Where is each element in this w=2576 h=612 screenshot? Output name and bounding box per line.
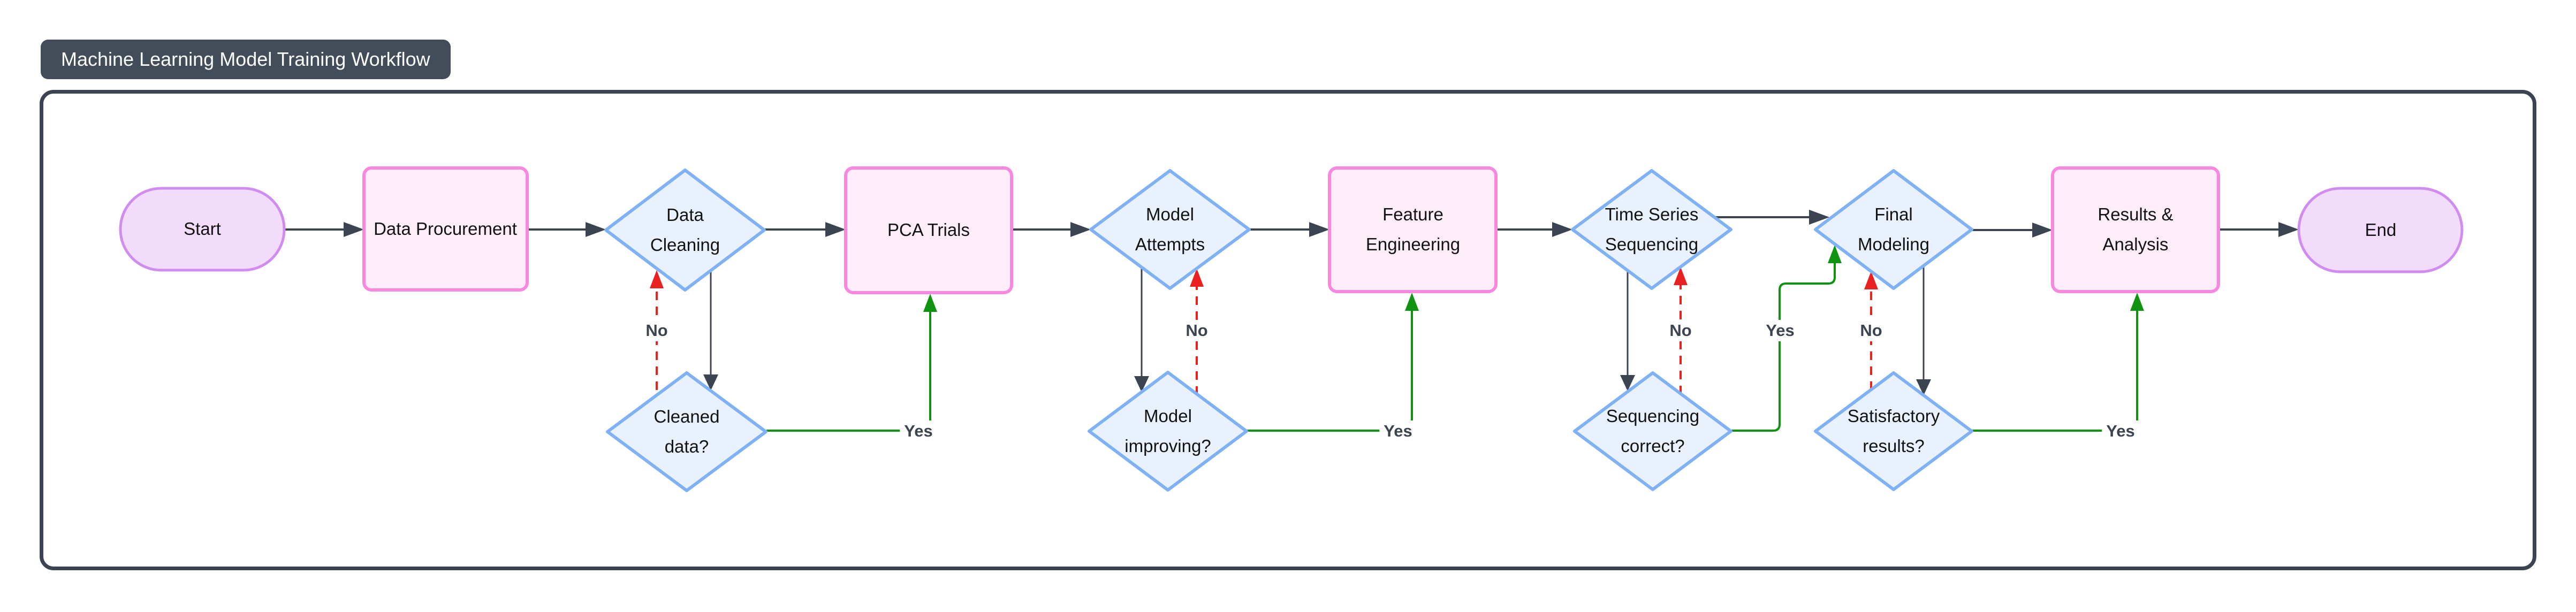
edge-label-no-cleaned: No	[641, 320, 672, 341]
node-label-final-modeling: Final Modeling	[1858, 204, 1929, 254]
node-label-sequencing-correct: Sequencing correct?	[1606, 406, 1700, 456]
arrowhead-no-into-time-series	[1674, 267, 1688, 285]
node-time-series-sequencing-shape	[1571, 169, 1732, 290]
node-label-end: End	[2365, 219, 2397, 240]
arrowhead-into-cleaned-data	[703, 374, 718, 391]
node-label-start: Start	[184, 218, 221, 239]
arrowhead-into-final-modeling	[1809, 210, 1829, 225]
node-end-shape	[2297, 187, 2464, 273]
edge-label-no-satisfactory: No	[1856, 320, 1887, 341]
edge-yes-cleaned-to-pca-trials	[766, 312, 931, 432]
arrowhead-into-data-procurement	[344, 222, 364, 237]
edge-label-yes-improving: Yes	[1379, 420, 1417, 442]
arrowhead-yes-into-pca-trials	[923, 294, 937, 312]
arrowhead-into-pca-trials	[825, 222, 846, 237]
arrowhead-into-feature-engineering	[1309, 222, 1329, 237]
node-label-cleaned-data: Cleaned data?	[654, 406, 720, 456]
node-cleaned-data-shape	[606, 371, 768, 492]
arrowhead-into-satisfactory-results	[1916, 379, 1931, 395]
edge-yes-improving-to-feature-engineering	[1246, 311, 1413, 432]
node-start-shape	[119, 187, 286, 272]
node-model-improving-shape	[1088, 371, 1248, 492]
edge-label-yes-sequencing: Yes	[1761, 320, 1799, 341]
node-results-analysis-shape	[2051, 166, 2220, 293]
node-label-model-improving: Model improving?	[1124, 406, 1211, 456]
arrowhead-into-end	[2278, 222, 2299, 237]
edge-label-yes-cleaned: Yes	[900, 420, 937, 442]
node-label-satisfactory-results: Satisfactory results?	[1847, 406, 1940, 456]
node-label-feature-engineering: Feature Engineering	[1365, 204, 1461, 254]
node-final-modeling-shape	[1814, 169, 1973, 290]
node-label-data-cleaning: Data Cleaning	[650, 204, 720, 255]
arrowhead-no-into-model-attempts	[1190, 269, 1204, 287]
node-feature-engineering-shape	[1328, 166, 1498, 293]
arrowhead-into-results	[2032, 223, 2053, 238]
arrowhead-into-model-attempts	[1070, 222, 1091, 237]
arrowhead-yes-into-results	[2130, 293, 2144, 311]
node-data-cleaning-shape	[604, 169, 766, 292]
edge-label-yes-satisfactory: Yes	[2102, 420, 2139, 442]
arrowhead-into-model-improving	[1134, 376, 1149, 392]
diagram-title: Machine Learning Model Training Workflow	[61, 48, 430, 70]
diagram-title-badge: Machine Learning Model Training Workflow	[41, 40, 451, 79]
arrowhead-into-sequencing-correct	[1620, 375, 1635, 391]
arrowhead-no-into-data-cleaning	[650, 270, 664, 288]
node-satisfactory-results-shape	[1814, 371, 1973, 491]
arrowhead-into-time-series	[1552, 222, 1572, 237]
arrowhead-yes-into-feature-engineering	[1405, 293, 1419, 311]
node-label-data-procurement: Data Procurement	[374, 218, 517, 239]
arrowhead-yes-into-final-modeling	[1828, 245, 1842, 263]
node-model-attempts-shape	[1089, 169, 1251, 290]
edge-label-no-sequencing: No	[1665, 320, 1696, 341]
node-sequencing-correct-shape	[1573, 371, 1732, 491]
node-label-pca-trials: PCA Trials	[887, 219, 970, 240]
node-pca-trials-shape	[844, 166, 1013, 294]
node-label-model-attempts: Model Attempts	[1135, 204, 1205, 254]
node-data-procurement-shape	[362, 166, 529, 292]
edge-yes-sequencing-to-final-modeling	[1731, 263, 1836, 432]
arrowhead-no-into-final-modeling	[1864, 271, 1878, 289]
edge-label-no-improving: No	[1181, 320, 1212, 341]
node-label-time-series-sequencing: Time Series Sequencing	[1605, 204, 1699, 254]
arrowhead-into-data-cleaning	[586, 222, 606, 237]
node-label-results-analysis: Results & Analysis	[2098, 204, 2174, 254]
edge-yes-satisfactory-to-results	[1972, 311, 2138, 432]
